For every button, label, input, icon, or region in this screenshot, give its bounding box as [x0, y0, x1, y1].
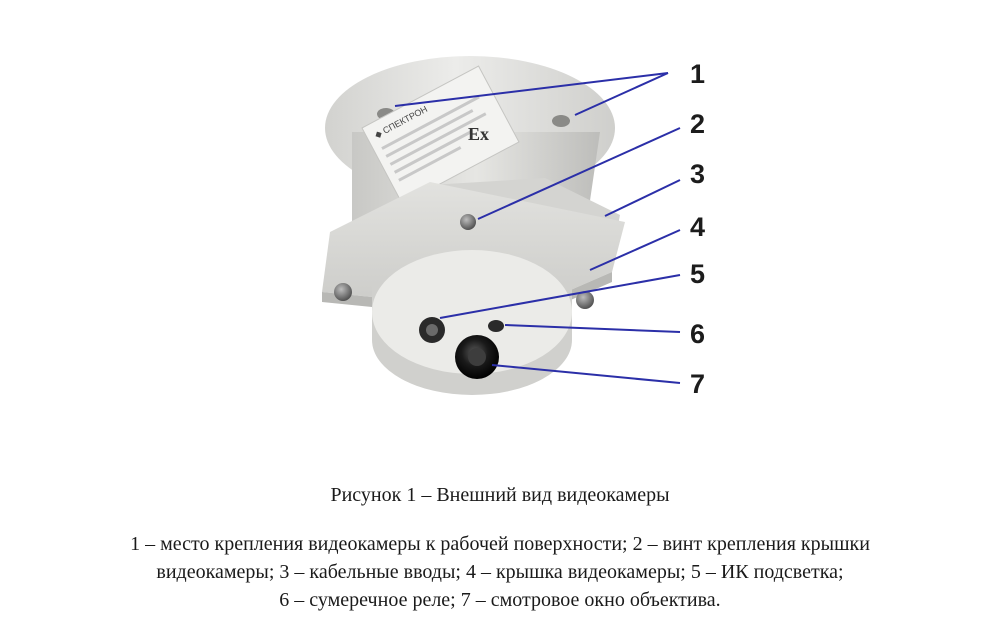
mounting-hole-right — [552, 115, 570, 127]
legend-line-2: видеокамеры; 3 – кабельные вводы; 4 – кр… — [156, 561, 844, 583]
leader-line-5 — [439, 274, 681, 319]
camera-figure: ◆ СПЕКТРОН Ex 1 2 3 4 5 6 7 — [322, 56, 705, 399]
callout-5: 5 — [690, 259, 705, 289]
nameplate: ◆ СПЕКТРОН — [361, 65, 520, 205]
leader-line-2 — [477, 127, 681, 220]
cover-screw-right — [576, 291, 594, 309]
callout-3: 3 — [690, 159, 705, 189]
leader-lines — [394, 72, 681, 384]
ex-mark: Ex — [468, 124, 489, 144]
callout-7: 7 — [690, 369, 705, 399]
figure-legend: 1 – место крепления видеокамеры к рабоче… — [30, 530, 970, 614]
leader-line-1b — [574, 72, 669, 116]
callout-6: 6 — [690, 319, 705, 349]
legend-line-1: 1 – место крепления видеокамеры к рабоче… — [130, 533, 870, 555]
leader-line-7 — [491, 364, 681, 384]
callout-2: 2 — [690, 109, 705, 139]
leader-line-4 — [589, 229, 681, 271]
camera-illustration: ◆ СПЕКТРОН Ex 1 2 3 4 5 6 7 — [322, 56, 705, 399]
callout-4: 4 — [690, 212, 705, 242]
figure-caption: Рисунок 1 – Внешний вид видеокамеры — [330, 484, 670, 506]
callout-1: 1 — [690, 59, 705, 89]
twilight-relay — [488, 320, 504, 332]
legend-line-3: 6 – сумеречное реле; 7 – смотровое окно … — [279, 589, 721, 611]
cover-screw-left — [334, 283, 352, 301]
leader-line-1a — [394, 72, 669, 107]
leader-line-6 — [504, 324, 681, 333]
leader-line-3 — [604, 179, 681, 217]
cover-screw-top — [460, 214, 476, 230]
